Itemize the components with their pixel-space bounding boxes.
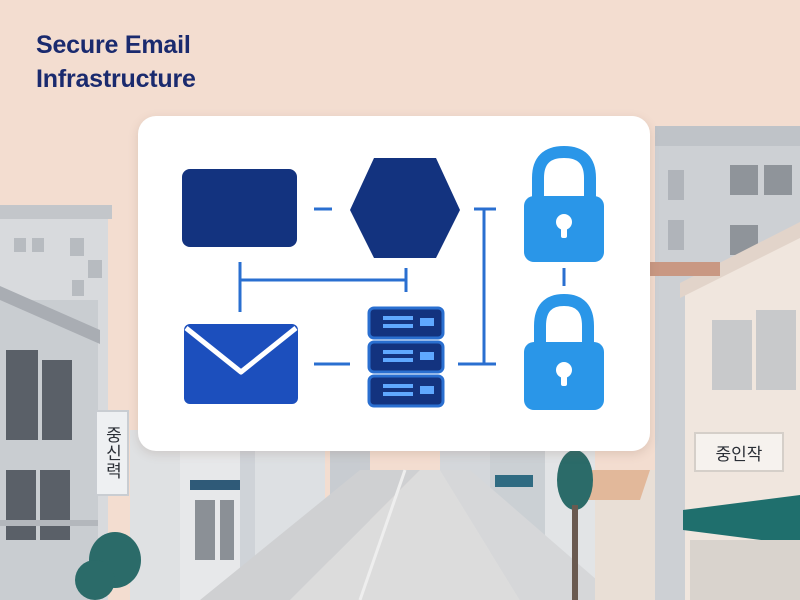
left-building-front — [0, 286, 100, 600]
title-line-1: Secure Email — [36, 31, 191, 59]
page-title: Secure Email Infrastructure — [36, 28, 356, 96]
connectors — [238, 207, 566, 366]
street-sign-right: 중인작 — [694, 432, 784, 472]
street-sign-left: 중신력 — [95, 410, 129, 496]
lock-icon — [524, 293, 604, 410]
infrastructure-diagram — [182, 145, 604, 410]
tree-left — [75, 532, 141, 600]
title-line-2: Infrastructure — [36, 65, 196, 93]
server-icon — [367, 306, 445, 408]
rectangle-block-icon — [182, 169, 297, 247]
mid-left-facade — [130, 430, 240, 600]
diagram-card — [138, 116, 650, 451]
right-building-front — [680, 222, 800, 600]
lock-icon — [524, 145, 604, 262]
street-sign-left-text: 중신력 — [101, 426, 122, 480]
right-mid-shop — [495, 262, 720, 600]
street-sign-right-text: 중인작 — [715, 444, 763, 465]
envelope-icon — [184, 324, 298, 404]
hexagon-icon — [350, 158, 460, 258]
